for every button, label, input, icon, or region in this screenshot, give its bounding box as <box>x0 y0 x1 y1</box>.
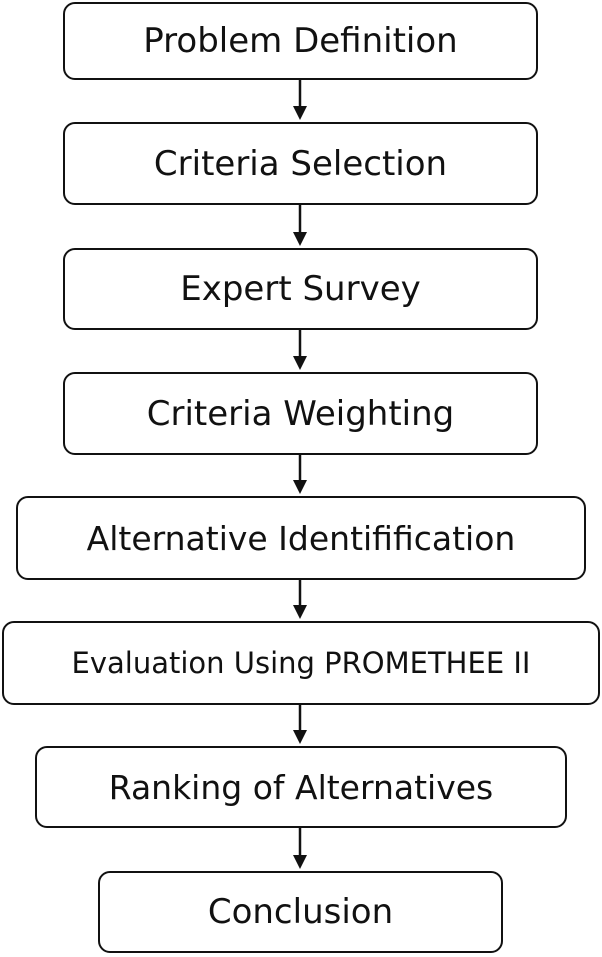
step-alternative-identification: Alternative Identifification <box>16 496 586 580</box>
arrow-3-4 <box>293 329 307 370</box>
step-label: Problem Definition <box>143 21 458 61</box>
arrow-1-2 <box>293 79 307 120</box>
step-expert-survey: Expert Survey <box>63 248 538 330</box>
step-conclusion: Conclusion <box>98 871 503 953</box>
step-label: Expert Survey <box>180 269 421 309</box>
arrow-7-8 <box>293 827 307 869</box>
step-evaluation-promethee: Evaluation Using PROMETHEE II <box>2 621 600 705</box>
step-label: Ranking of Alternatives <box>108 767 494 807</box>
arrow-5-6 <box>293 579 307 619</box>
step-criteria-weighting: Criteria Weighting <box>63 372 538 455</box>
step-label: Evaluation Using PROMETHEE II <box>71 646 531 680</box>
arrow-2-3 <box>293 204 307 246</box>
arrow-6-7 <box>293 704 307 744</box>
step-criteria-selection: Criteria Selection <box>63 122 538 205</box>
step-ranking-of-alternatives: Ranking of Alternatives <box>35 746 567 828</box>
step-label: Conclusion <box>207 892 394 932</box>
step-label: Criteria Selection <box>153 143 448 184</box>
step-label: Alternative Identifification <box>86 518 516 558</box>
arrow-4-5 <box>293 454 307 494</box>
step-label: Criteria Weighting <box>146 393 455 434</box>
step-problem-definition: Problem Definition <box>63 2 538 80</box>
